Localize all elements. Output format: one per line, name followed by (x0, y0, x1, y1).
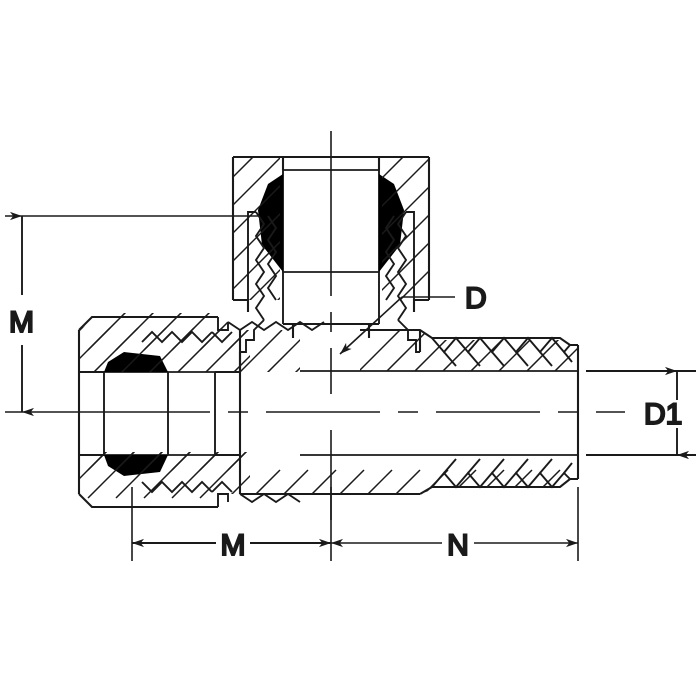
left-nut-bore (103, 371, 216, 456)
body-bore-lines (300, 370, 578, 456)
right-male-thread-bottom (431, 458, 573, 489)
dimension-label-d: D (465, 282, 487, 315)
top-thread-profile-right (384, 211, 420, 353)
left-thread-profile-lower (141, 480, 301, 507)
dimension-n-horizontal (331, 487, 579, 561)
dimension-d-leader (339, 296, 455, 355)
left-thread-profile-upper (141, 317, 325, 344)
left-nut-hatch-lower (79, 452, 250, 499)
left-ferrule-seal-bottom (104, 455, 168, 476)
body-hatch-lower (240, 469, 578, 494)
left-sleeve-nose (215, 370, 240, 457)
dimension-d1-vertical (586, 366, 696, 460)
top-thread-profile-left (240, 211, 278, 353)
dimension-label-n-horizontal: N (447, 529, 469, 562)
body-hatch-branch-left (240, 330, 300, 372)
branch-body-shoulder (238, 330, 422, 372)
dimension-m-horizontal (131, 487, 332, 561)
left-ferrule-seal-top (104, 352, 168, 372)
dimension-label-d1: D1 (644, 398, 682, 431)
dimension-m-vertical (5, 211, 258, 417)
dimension-label-m-vertical: M (9, 306, 34, 339)
dimension-label-m-horizontal: M (221, 529, 246, 562)
